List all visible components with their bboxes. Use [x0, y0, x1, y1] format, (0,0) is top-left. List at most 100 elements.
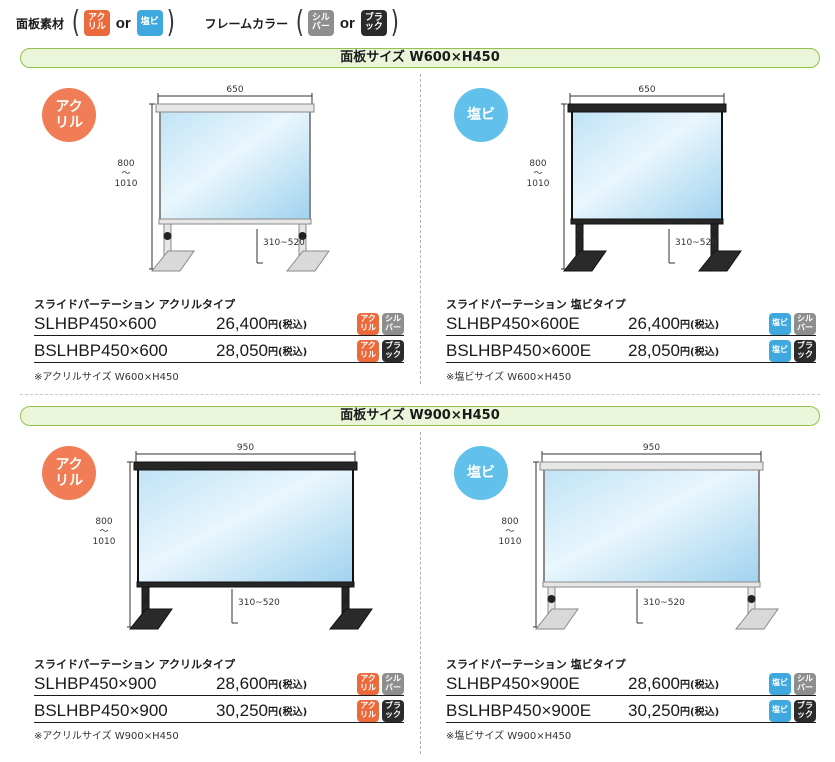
product-price: 26,400 [216, 313, 268, 333]
price-unit: 円(税込) [268, 707, 308, 718]
acrylic-badge: アクリル [357, 672, 379, 695]
material-circle-text: アクリル [55, 98, 83, 131]
acrylic-badge-text: アクリル [87, 12, 106, 32]
acrylic-badge: アクリル [357, 339, 379, 362]
frame-bottom-rail [570, 218, 724, 225]
frame-foot [128, 608, 173, 630]
badge-text: シルバー [385, 314, 401, 332]
panel-material-label: 面板素材 [16, 16, 65, 31]
frame-top-rail [567, 103, 727, 113]
frame-color-label: フレームカラー [204, 16, 289, 31]
pvc-badge: 塩ビ [136, 10, 163, 36]
product-row: SLHBP450×600 26,400 円(税込) アクリル シルバー [34, 312, 404, 336]
material-circle-text: アクリル [55, 456, 83, 489]
material-circle-pvc: 塩ビ [454, 446, 508, 500]
product-price: 28,600 [216, 673, 268, 693]
silver-badge: シルバー [794, 312, 816, 335]
product-price: 28,050 [216, 340, 268, 360]
product-code: BSLHBP450×600E [446, 340, 592, 360]
product-subtitle: スライドパーテーション アクリルタイプ [34, 658, 236, 671]
frame-foot [328, 608, 373, 630]
black-badge: ブラック [382, 339, 404, 362]
price-unit: 円(税込) [268, 320, 308, 331]
frame-foot [285, 250, 330, 272]
frame-foot [562, 250, 607, 272]
silver-badge: シルバー [794, 672, 816, 695]
acrylic-badge: アクリル [357, 699, 379, 722]
section-band-w900: 面板サイズ W900×H450 [20, 406, 820, 426]
badge-text: アクリル [360, 701, 376, 719]
pvc-badge: 塩ビ [769, 339, 791, 362]
price-unit: 円(税込) [680, 680, 720, 691]
price-unit: 円(税込) [680, 347, 720, 358]
badge-text: ブラック [797, 341, 813, 359]
badge-text: ブラック [385, 341, 401, 359]
or-text: or [339, 14, 355, 32]
glass-panel [137, 468, 354, 585]
price-unit: 円(税込) [680, 707, 720, 718]
material-circle-text: 塩ビ [467, 106, 495, 123]
height-knob-icon [298, 232, 307, 240]
frame-bottom-rail [542, 581, 761, 588]
pvc-badge-text: 塩ビ [140, 17, 159, 28]
badge-text: 塩ビ [772, 678, 788, 688]
height-knob-icon [575, 232, 584, 240]
height-dimension-label: 800〜1010 [499, 517, 522, 547]
product-row: BSLHBP450×900 30,250 円(税込) アクリル ブラック [34, 699, 404, 723]
frame-top-rail [155, 103, 315, 113]
product-price: 28,050 [628, 340, 680, 360]
product-code: SLHBP450×600 [34, 313, 157, 333]
material-circle-text: 塩ビ [467, 464, 495, 481]
height-knob-icon [341, 595, 350, 603]
frame-top-rail [539, 461, 764, 471]
size-note: ※アクリルサイズ W900×H450 [34, 731, 179, 742]
material-circle-acrylic: アクリル [42, 446, 96, 500]
product-code: SLHBP450×600E [446, 313, 580, 333]
width-dimension-label: 950 [643, 443, 660, 453]
frame-bottom-rail [136, 581, 355, 588]
product-price: 30,250 [628, 700, 680, 720]
product-row: SLHBP450×900E 28,600 円(税込) 塩ビ シルバー [446, 672, 816, 696]
badge-text: アクリル [360, 341, 376, 359]
open-paren: ( [71, 5, 80, 40]
material-circle-acrylic: アクリル [42, 88, 96, 142]
leg-dimension-label: 310~520 [675, 238, 717, 248]
divider-vertical [420, 432, 421, 754]
glass-panel [159, 110, 311, 222]
product-code: BSLHBP450×900 [34, 700, 168, 720]
acrylic-badge: アクリル [357, 312, 379, 335]
height-knob-icon [163, 232, 172, 240]
height-knob-icon [547, 595, 556, 603]
badge-text: ブラック [797, 701, 813, 719]
black-badge: ブラック [794, 699, 816, 722]
leg-dimension-label: 310~520 [263, 238, 305, 248]
product-price: 26,400 [628, 313, 680, 333]
product-price: 28,600 [628, 673, 680, 693]
height-knob-icon [747, 595, 756, 603]
product-row: BSLHBP450×600 28,050 円(税込) アクリル ブラック [34, 339, 404, 363]
or-text: or [115, 14, 131, 32]
material-legend: 面板素材 ( アクリル or 塩ビ ) フレームカラー ( シルバー or ブラ… [16, 6, 403, 40]
height-knob-icon [141, 595, 150, 603]
product-row: SLHBP450×900 28,600 円(税込) アクリル シルバー [34, 672, 404, 696]
product-row: SLHBP450×600E 26,400 円(税込) 塩ビ シルバー [446, 312, 816, 336]
product-code: BSLHBP450×600 [34, 340, 168, 360]
width-dimension-label: 650 [226, 85, 243, 95]
frame-top-rail [133, 461, 358, 471]
height-knob-icon [710, 232, 719, 240]
price-unit: 円(税込) [268, 680, 308, 691]
divider-vertical [420, 74, 421, 384]
frame-foot [697, 250, 742, 272]
close-paren: ) [166, 5, 175, 40]
badge-text: アクリル [360, 674, 376, 692]
black-badge: ブラック [360, 10, 387, 36]
height-dimension-label: 800〜1010 [93, 517, 116, 547]
badge-text: 塩ビ [772, 705, 788, 715]
acrylic-badge: アクリル [83, 10, 110, 36]
width-dimension-label: 950 [237, 443, 254, 453]
size-note: ※アクリルサイズ W600×H450 [34, 372, 179, 383]
frame-foot [150, 250, 195, 272]
